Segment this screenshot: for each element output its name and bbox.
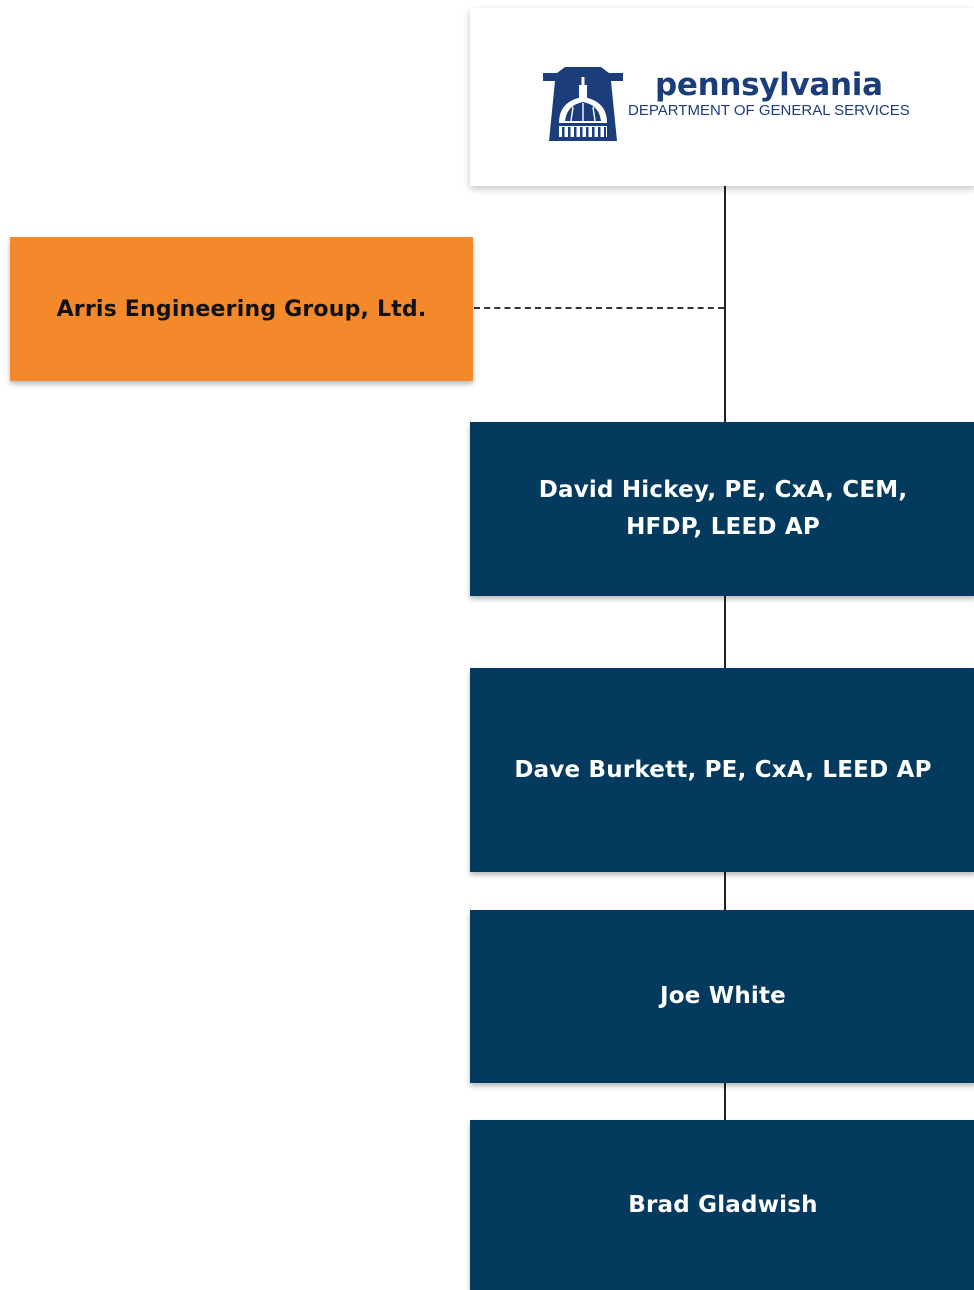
connector-burkett-to-white — [724, 872, 726, 910]
team-member-box: David Hickey, PE, CxA, CEM, HFDP, LEED A… — [470, 422, 974, 596]
connector-white-to-gladwish — [724, 1083, 726, 1120]
connector-hickey-to-burkett — [724, 596, 726, 668]
keystone-capitol-dome-icon — [543, 65, 623, 147]
consultant-box: Arris Engineering Group, Ltd. — [10, 237, 473, 381]
team-member-name: David Hickey, PE, CxA, CEM, HFDP, LEED A… — [538, 477, 908, 540]
consultant-name: Arris Engineering Group, Ltd. — [56, 296, 427, 322]
team-member-name: Dave Burkett, PE, CxA, LEED AP — [514, 756, 932, 783]
team-member-name: Joe White — [660, 983, 786, 1009]
logo-subtitle: DEPARTMENT OF GENERAL SERVICES — [628, 102, 910, 119]
connector-logo-to-hickey — [724, 186, 726, 422]
logo-wordmark: pennsylvania — [654, 67, 883, 103]
team-member-box: Dave Burkett, PE, CxA, LEED AP — [470, 668, 974, 872]
connector-consultant-dashed — [474, 307, 724, 309]
agency-logo-text: pennsylvania DEPARTMENT OF GENERAL SERVI… — [628, 68, 910, 119]
team-member-box: Joe White — [470, 910, 974, 1083]
team-member-name: Brad Gladwish — [628, 1191, 818, 1218]
agency-logo-box: pennsylvania DEPARTMENT OF GENERAL SERVI… — [470, 8, 974, 186]
team-member-box: Brad Gladwish — [470, 1120, 974, 1290]
